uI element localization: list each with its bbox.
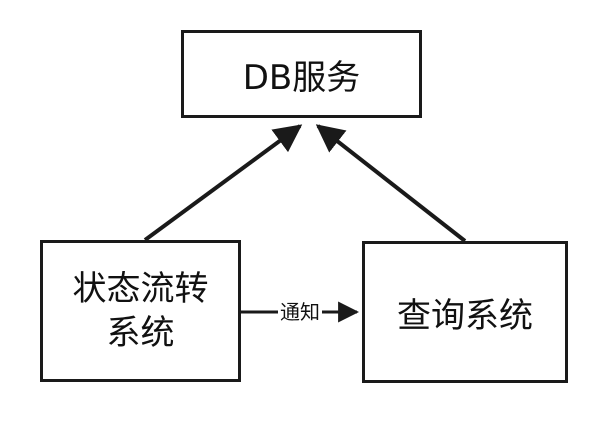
node-query-system-label: 查询系统 — [397, 295, 533, 336]
node-db-service-label: DB服务 — [242, 57, 361, 98]
edge-state-to-db — [143, 124, 303, 242]
node-db-service: DB服务 — [181, 30, 422, 118]
node-state-flow-system-label-line-1: 状态流转 — [72, 269, 209, 309]
edge-notify-label: 通知 — [278, 296, 322, 325]
edge-query-to-db — [315, 124, 467, 243]
node-query-system: 查询系统 — [362, 241, 568, 383]
node-state-flow-system-label-line-2: 系统 — [106, 313, 175, 353]
node-state-flow-system: 状态流转 系统 — [40, 240, 241, 382]
